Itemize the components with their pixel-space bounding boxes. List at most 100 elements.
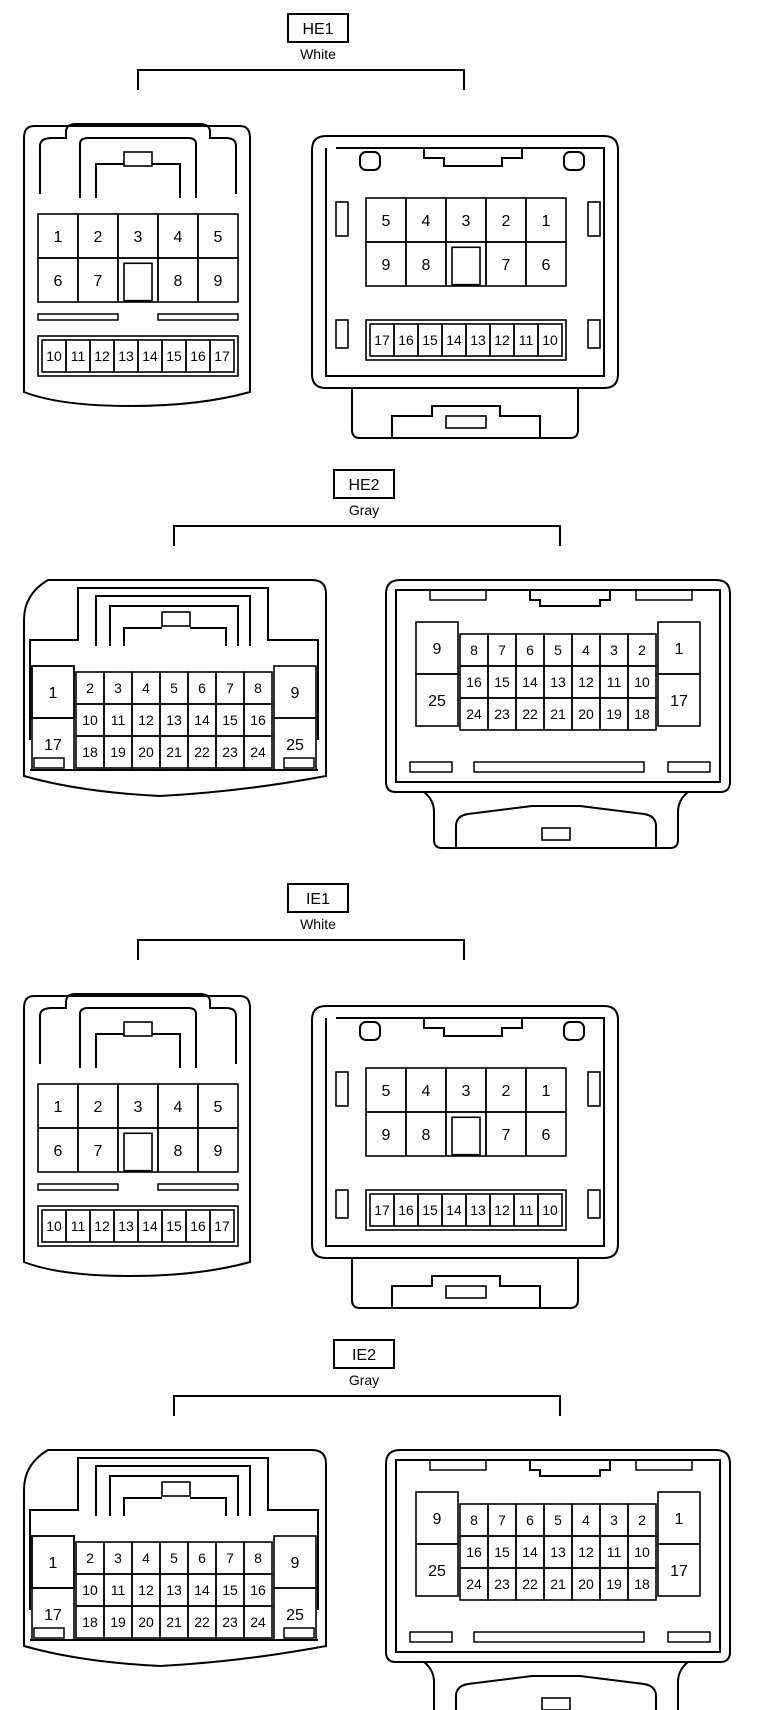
pin-number: 1 (542, 1083, 551, 1100)
pin-number: 23 (494, 706, 510, 722)
pin-number: 18 (82, 744, 98, 760)
pin-number: 8 (422, 257, 431, 274)
pin-number: 13 (470, 1202, 486, 1218)
pin-number: 6 (542, 257, 551, 274)
pin-number: 1 (49, 1555, 58, 1572)
pin-number: 4 (422, 1083, 431, 1100)
latch-rail (95, 1033, 181, 1068)
pin-number: 2 (94, 1099, 103, 1116)
pin-number: 14 (522, 1544, 538, 1560)
pin-cell (415, 673, 459, 727)
pin-number: 9 (433, 1511, 442, 1528)
pin-number: 7 (498, 1512, 506, 1528)
pin-number: 17 (670, 693, 688, 710)
housing-outline (385, 579, 731, 793)
latch-outline (95, 595, 251, 646)
pin-cell (243, 735, 273, 769)
pin-number: 17 (44, 1607, 62, 1624)
latch-inner (109, 605, 239, 646)
pin-number: 14 (446, 332, 462, 348)
pin-number: 6 (542, 1127, 551, 1144)
pin-number: 12 (494, 332, 510, 348)
pin-number: 15 (166, 348, 182, 364)
corner-notch (563, 151, 585, 171)
pin-number: 25 (286, 737, 304, 754)
side-slot (335, 319, 349, 349)
side-slot (587, 1189, 601, 1219)
housing-inner (395, 589, 721, 783)
bottom-keyway (455, 805, 657, 848)
pin-number: 16 (250, 712, 266, 728)
connector-label: IE2 (352, 1347, 376, 1364)
bottom-tab (541, 1697, 571, 1710)
pin-number: 10 (634, 1544, 650, 1560)
pin-number: 13 (550, 1544, 566, 1560)
bottom-skirt (351, 388, 579, 439)
foot (409, 1631, 453, 1643)
connector-color: White (300, 46, 336, 62)
pin-cell (197, 1127, 239, 1173)
pin-number: 10 (542, 332, 558, 348)
connector-label: HE2 (348, 477, 379, 494)
pin-number: 18 (82, 1614, 98, 1630)
top-slot (635, 589, 693, 601)
corner-notch (359, 151, 381, 171)
pin-number: 1 (54, 1099, 63, 1116)
pin-number: 23 (222, 1614, 238, 1630)
pin-cell (627, 1567, 657, 1601)
pin-number: 18 (634, 706, 650, 722)
pin-number: 4 (142, 1550, 150, 1566)
pin-number: 16 (250, 1582, 266, 1598)
corner-notch (563, 1021, 585, 1041)
pin-number: 2 (86, 680, 94, 696)
pin-number: 1 (542, 213, 551, 230)
side-slot (335, 1189, 349, 1219)
bracket (173, 525, 561, 546)
pin-number: 11 (111, 1582, 126, 1598)
bottom-tab (541, 827, 571, 841)
pin-number: 9 (433, 641, 442, 658)
pin-number: 12 (578, 1544, 594, 1560)
pin-number: 5 (554, 1512, 562, 1528)
pin-number: 22 (194, 744, 210, 760)
pin-cell (525, 241, 567, 287)
pin-number: 12 (94, 1218, 110, 1234)
pin-number: 14 (142, 1218, 158, 1234)
pin-number: 14 (194, 712, 210, 728)
pin-number: 1 (675, 641, 684, 658)
pin-number: 12 (578, 674, 594, 690)
latch-inner (79, 1007, 197, 1068)
latch-tab (161, 611, 191, 627)
pin-number: 4 (142, 680, 150, 696)
housing-inner (29, 587, 319, 740)
row-frame (365, 319, 567, 361)
pin-number: 3 (134, 1099, 143, 1116)
side-slot (587, 1071, 601, 1107)
pin-number: 6 (54, 1143, 63, 1160)
pin-number: 20 (578, 706, 594, 722)
latch-rail (95, 163, 181, 198)
pin-number: 5 (214, 229, 223, 246)
side-slot (587, 319, 601, 349)
connector-label: HE1 (302, 21, 333, 38)
pin-number: 3 (610, 642, 618, 658)
connector-label-box (287, 883, 349, 913)
pin-number: 5 (382, 213, 391, 230)
pin-number: 1 (675, 1511, 684, 1528)
pin-number: 22 (194, 1614, 210, 1630)
pin-number: 13 (470, 332, 486, 348)
pin-number: 2 (86, 1550, 94, 1566)
pin-cell (243, 1605, 273, 1639)
latch-outline (39, 993, 237, 1064)
foot (33, 757, 65, 769)
pin-number: 15 (422, 1202, 438, 1218)
pin-number: 11 (607, 1544, 622, 1560)
pin-number: 2 (638, 642, 646, 658)
connector-label-box (287, 13, 349, 43)
latch-inner (109, 1475, 239, 1516)
pin-number: 19 (606, 706, 622, 722)
